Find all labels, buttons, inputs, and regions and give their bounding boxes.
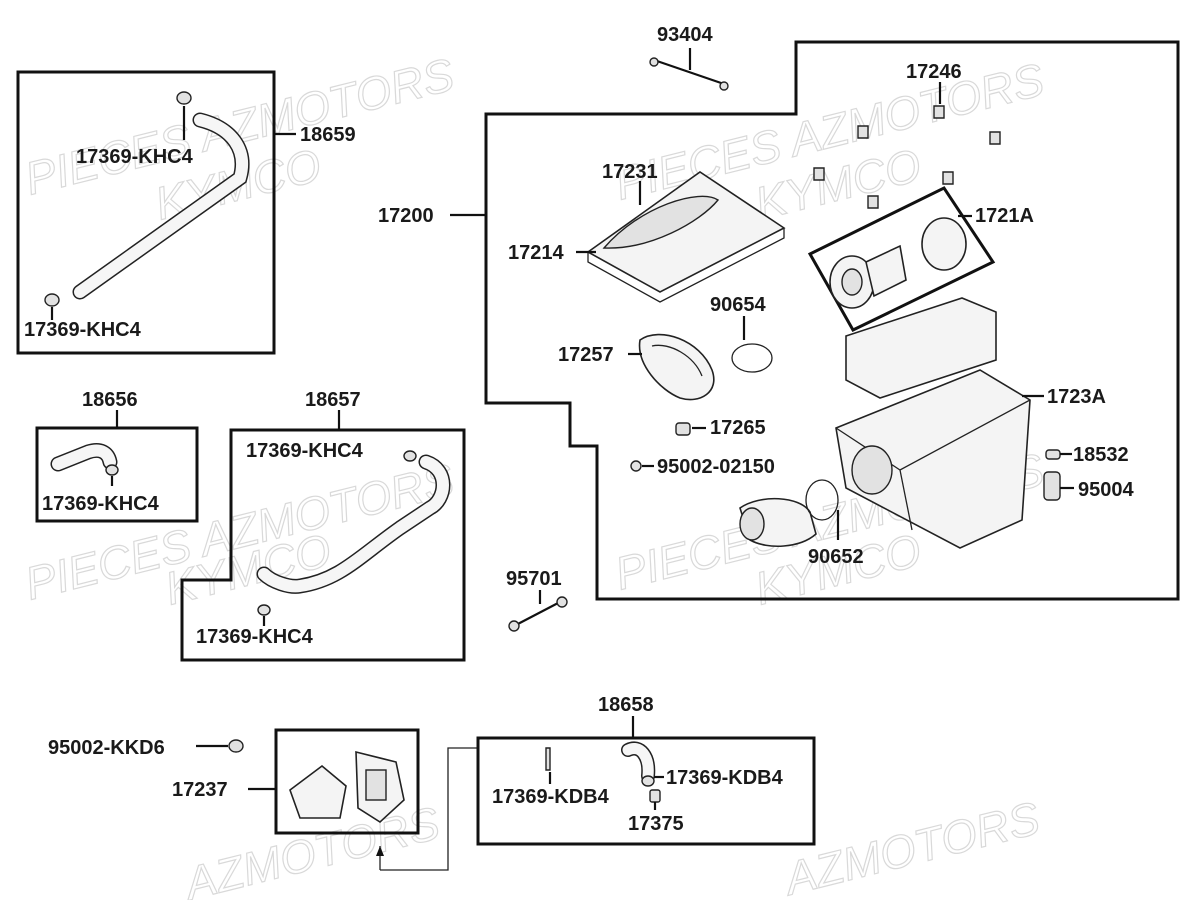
watermark-text-10: AZMOTORS — [777, 791, 1045, 900]
connector-line — [380, 747, 478, 871]
sensor-head-icon — [508, 620, 520, 632]
part-label-17369-khc4: 17369-KHC4 — [24, 319, 142, 341]
cover-rim — [587, 228, 785, 303]
part-label-18657: 18657 — [305, 389, 361, 411]
clamp-icon — [176, 91, 192, 105]
part-label-18656: 18656 — [82, 389, 138, 411]
filter-core-icon — [841, 268, 863, 296]
part-label-17369-khc4: 17369-KHC4 — [42, 493, 160, 515]
hose-clamp-icon — [731, 343, 773, 373]
cover-scoop — [602, 195, 720, 249]
hose-18657 — [258, 456, 449, 593]
part-label-17257: 17257 — [558, 344, 614, 366]
clamp-icon — [403, 450, 417, 462]
part-label-18659: 18659 — [300, 124, 356, 146]
group-18658: 18658 17369-KDB4 17369-KDB4 17375 — [476, 694, 816, 846]
airbox-upper-icon — [845, 297, 997, 399]
group-18657: 18657 17369-KHC4 17369-KHC4 — [180, 389, 466, 662]
clip-icon — [857, 125, 869, 139]
part-label-95701: 95701 — [506, 568, 562, 590]
part-label-1723A: 1723A — [1047, 386, 1106, 408]
part-label-17246: 17246 — [906, 61, 962, 83]
part-label-17237: 17237 — [172, 779, 228, 801]
intake-duct-17257 — [638, 333, 715, 401]
box-18658 — [476, 736, 816, 846]
hose-18659 — [74, 114, 248, 298]
airbox-port-icon — [851, 445, 893, 495]
group-17200: 17200 93404 17246 17231 17214 1721A — [378, 24, 1180, 601]
valve-window-icon — [365, 769, 387, 801]
arrow-up-icon — [376, 846, 384, 856]
sensor-wire-icon — [513, 601, 561, 627]
part-label-17369-khc4: 17369-KHC4 — [76, 146, 194, 168]
box-18656 — [35, 426, 199, 523]
part-label-1721A: 1721A — [975, 205, 1034, 227]
part-label-90652: 90652 — [808, 546, 864, 568]
hose-clamp-icon — [805, 479, 839, 521]
wire-93404 — [653, 58, 725, 86]
part-label-17231: 17231 — [602, 161, 658, 183]
filter-body-icon — [865, 244, 907, 298]
part-label-18658: 18658 — [598, 694, 654, 716]
box-18659 — [16, 70, 276, 355]
box-17200 — [484, 40, 1180, 601]
clip-icon — [813, 167, 825, 181]
part-label-90654: 90654 — [710, 294, 766, 316]
fitting-icon — [1045, 449, 1061, 460]
outlet-port-icon — [739, 507, 765, 541]
clamp-icon — [228, 739, 244, 753]
clamp-icon — [105, 464, 119, 476]
wire-end-icon — [649, 57, 659, 67]
airbox-edge — [899, 469, 913, 531]
hose-18658 — [622, 743, 654, 782]
box-18657 — [180, 428, 466, 662]
clamp-icon — [257, 604, 271, 616]
clip-icon — [933, 105, 945, 119]
airbox-case-1723A — [835, 369, 1031, 549]
part-label-17214: 17214 — [508, 242, 564, 264]
wire-end-icon — [719, 81, 729, 91]
part-label-17200: 17200 — [378, 205, 434, 227]
group-18656: 18656 17369-KHC4 — [35, 389, 199, 523]
part-label-17265: 17265 — [710, 417, 766, 439]
part-label-95004: 95004 — [1078, 479, 1134, 501]
clamp-icon — [630, 460, 642, 472]
filter-cap-icon — [921, 217, 967, 271]
hose-18656 — [52, 444, 116, 470]
clip-icon — [867, 195, 879, 209]
clip-icon — [545, 747, 551, 771]
group-95701: 95701 — [506, 568, 568, 632]
part-label-93404: 93404 — [657, 24, 713, 46]
part-label-17369-khc4: 17369-KHC4 — [196, 626, 314, 648]
clamp-icon — [44, 293, 60, 307]
valve-cover-icon — [289, 764, 347, 819]
part-label-17369-kdb4: 17369-KDB4 — [492, 786, 610, 808]
part-label-17369-kdb4: 17369-KDB4 — [666, 767, 784, 789]
duct-rib — [651, 344, 703, 377]
drain-plug-icon — [1043, 471, 1061, 501]
part-label-95002-kkd6: 95002-KKD6 — [48, 737, 165, 759]
fitting-icon — [675, 422, 691, 436]
clip-icon — [989, 131, 1001, 145]
group-17237: 95002-KKD6 17237 — [48, 728, 420, 870]
sensor-end-icon — [556, 596, 568, 608]
part-label-18532: 18532 — [1073, 444, 1129, 466]
group-18659: 18659 17369-KHC4 17369-KHC4 — [16, 70, 356, 355]
clip-icon — [942, 171, 954, 185]
part-label-17375: 17375 — [628, 813, 684, 835]
part-label-17369-khc4: 17369-KHC4 — [246, 440, 364, 462]
part-label-95002-02150: 95002-02150 — [657, 456, 775, 478]
check-valve-icon — [649, 789, 661, 803]
box-17237 — [274, 728, 420, 835]
clamp-icon — [641, 775, 655, 787]
box-1721A — [807, 186, 996, 332]
